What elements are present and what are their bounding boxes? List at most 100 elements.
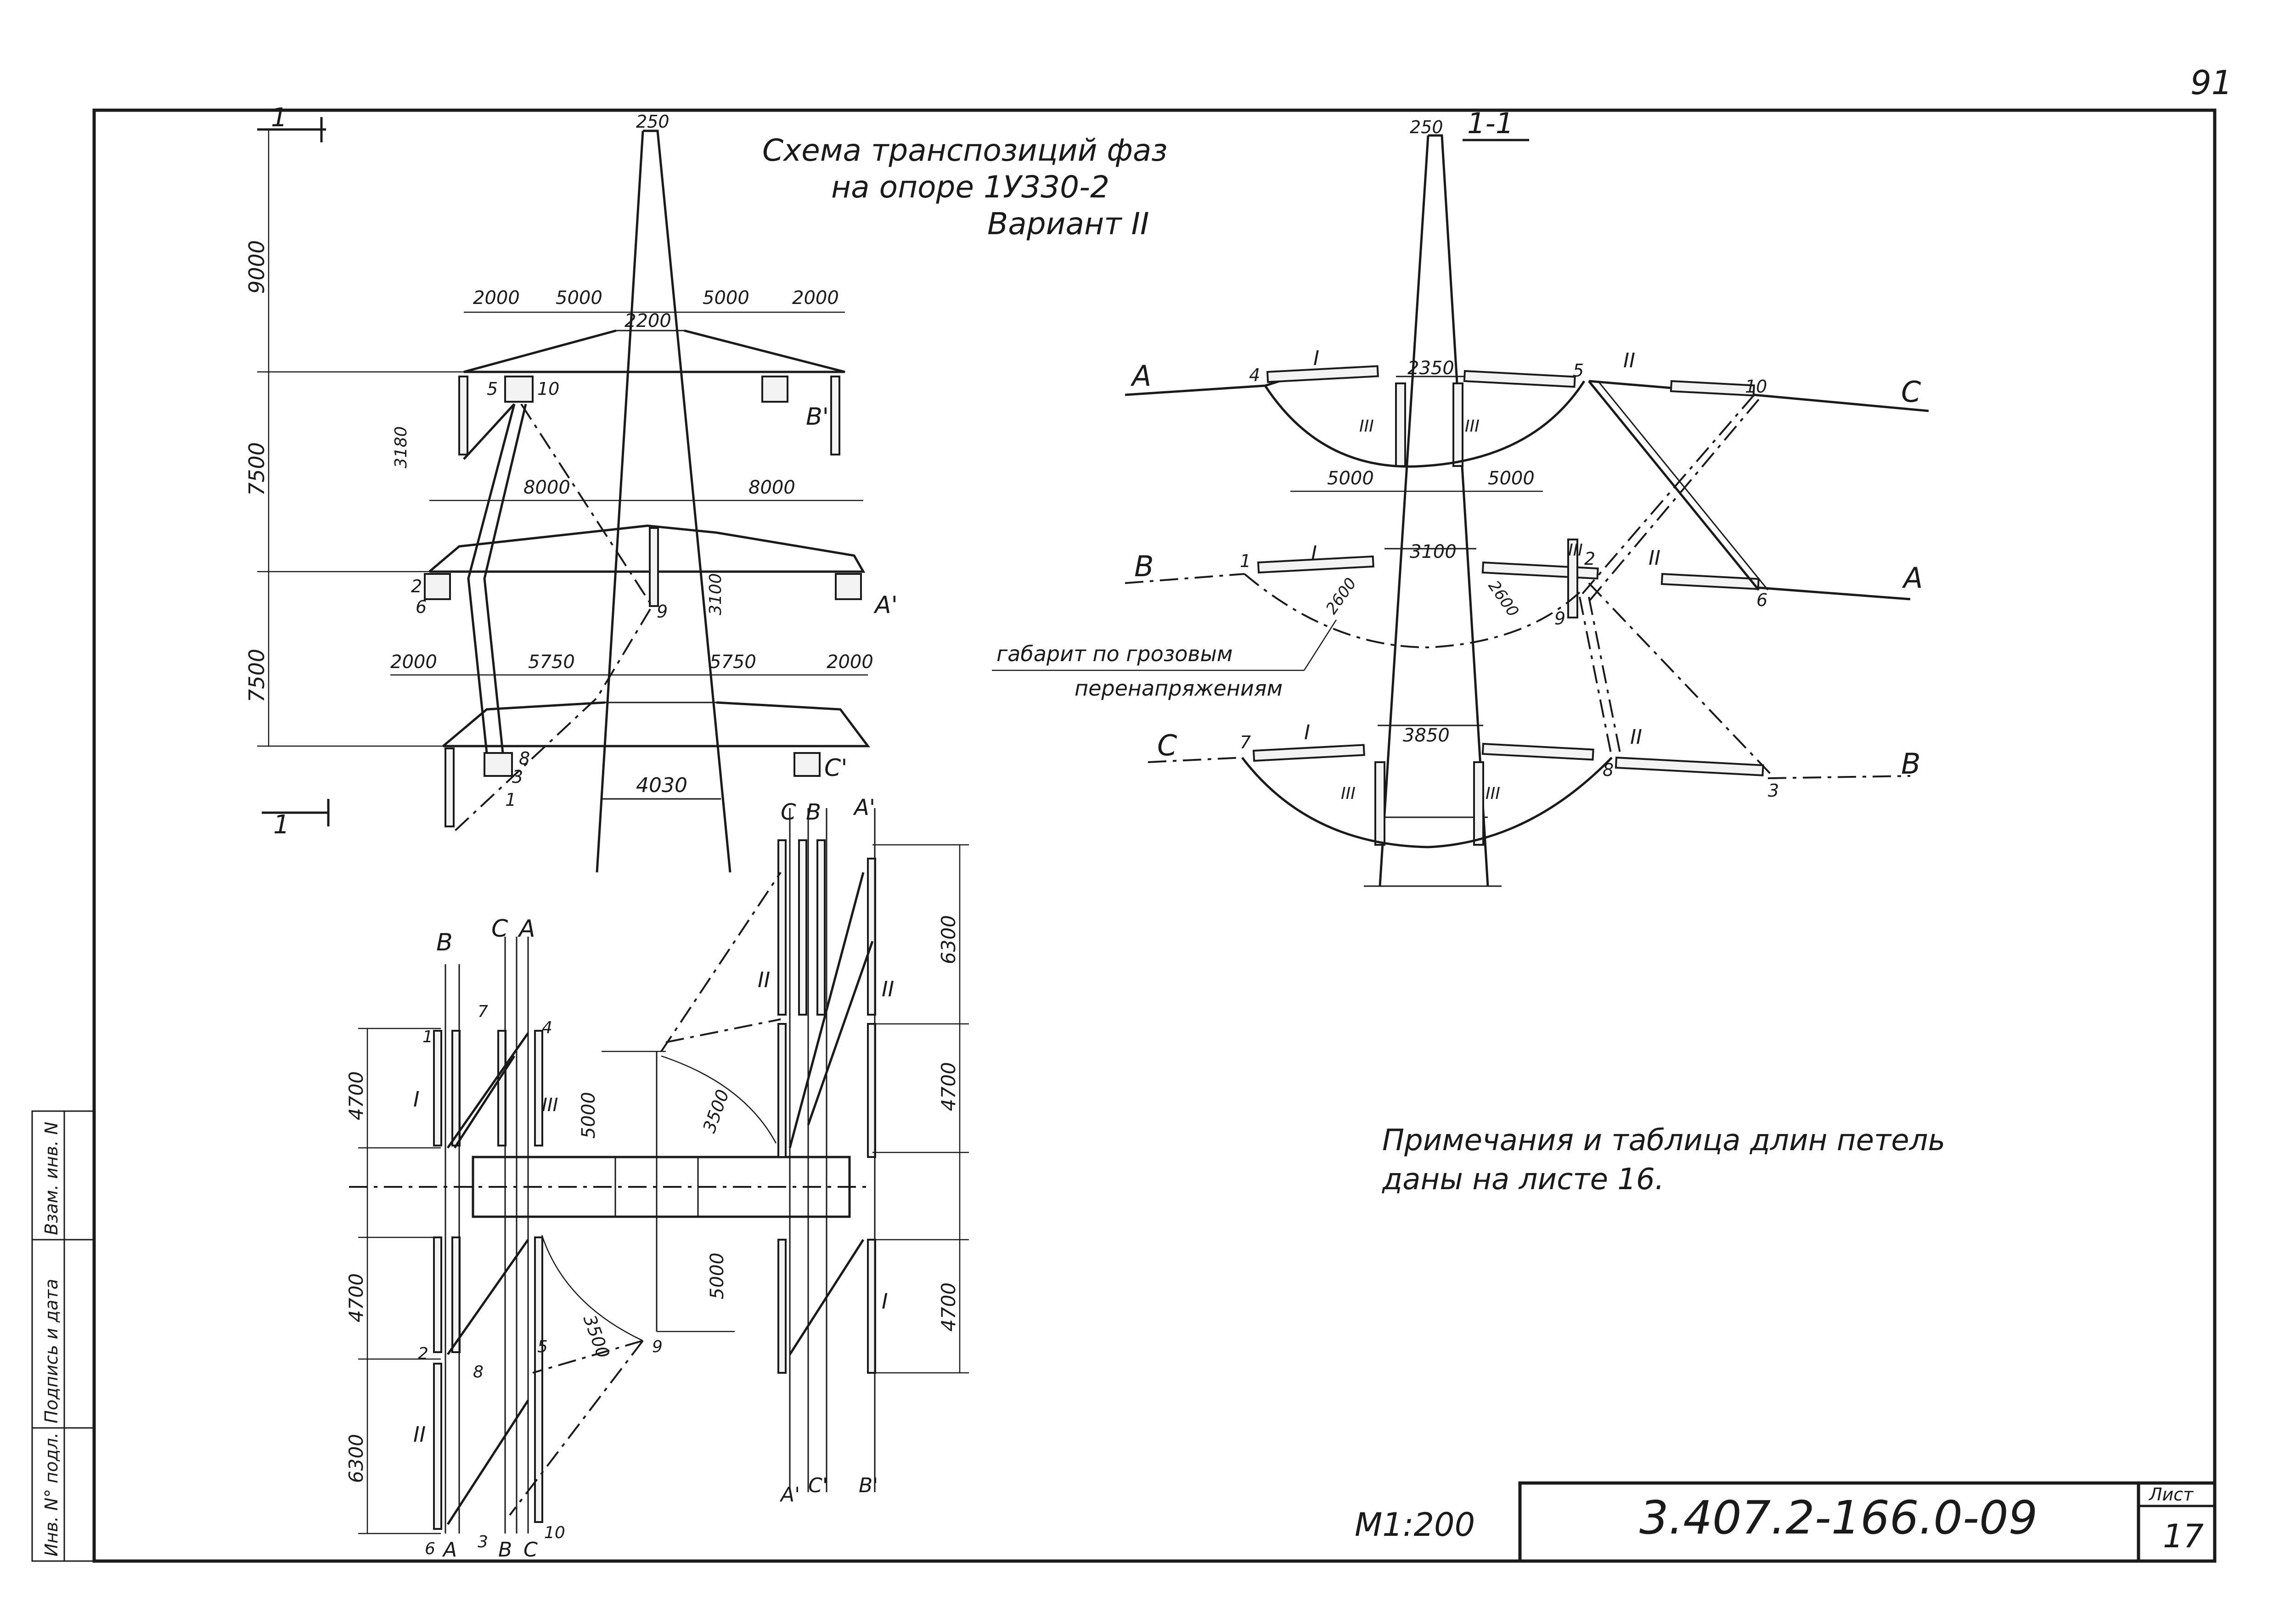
plan-roman-I-right: I <box>882 1289 888 1314</box>
plan-pt-1: 1 <box>422 1028 433 1046</box>
sec-pt-7: 7 <box>1240 732 1251 753</box>
sec-roman-III-mid: III <box>1568 541 1583 560</box>
dim-mid-3100: 3100 <box>706 573 725 615</box>
plan-dim-right-6300: 6300 <box>937 915 960 964</box>
sec-roman-II-mid: II <box>1649 546 1660 570</box>
front-view: 1 1 250 4030 9000 7500 7500 2000 5000 22… <box>244 103 898 873</box>
sec-phase-left-B: B <box>1134 550 1154 583</box>
plan-phase-tl-A: A <box>518 915 535 943</box>
sheet-frame <box>92 108 2217 1563</box>
dim-top-5000-l: 5000 <box>556 287 602 309</box>
base-width: 4030 <box>636 774 687 797</box>
plan-roman-III-left: III <box>542 1095 558 1116</box>
sec-phase-left-A: A <box>1130 359 1151 393</box>
plan-phase-br-C: C' <box>808 1474 828 1497</box>
dim-mid-8000-r: 8000 <box>748 477 795 498</box>
notes-line2: даны на листе 16. <box>1382 1163 1664 1197</box>
sec-width-3100: 3100 <box>1410 541 1457 562</box>
sec-pt-3: 3 <box>1768 781 1779 801</box>
sec-pt-4: 4 <box>1249 365 1260 385</box>
sec-roman-III-top-r: III <box>1465 417 1480 436</box>
stamp-signature: Подпись и дата <box>41 1279 62 1423</box>
plan-phase-tr-A: A' <box>853 795 875 820</box>
sec-roman-I-top: I <box>1313 347 1319 370</box>
dim-low-2000-l: 2000 <box>390 652 437 673</box>
plan-phase-tl-C: C <box>491 915 508 943</box>
plan-phase-tr-C: C <box>781 799 796 825</box>
sec-roman-II-low: II <box>1630 725 1642 749</box>
sheet-label: Лист <box>2148 1484 2194 1505</box>
plan-pt-7: 7 <box>478 1002 488 1021</box>
side-stamp: Инв. N° подл. Подпись и дата Взам. инв. … <box>31 1110 95 1562</box>
dim-top-2200: 2200 <box>625 310 671 331</box>
title-block: М1:200 3.407.2-166.0-09 Лист 17 <box>1355 1481 2217 1563</box>
sec-roman-II-top: II <box>1623 349 1635 372</box>
sec-phase-right-B: B <box>1901 747 1921 781</box>
sec-width-3850: 3850 <box>1403 725 1450 746</box>
plan-dim-right-4700-b: 4700 <box>937 1282 960 1331</box>
sec-clear-2600-r: 2600 <box>1485 577 1522 620</box>
plan-roman-II-left: II <box>413 1422 426 1447</box>
plan-dim-center-5000-b: 5000 <box>707 1253 728 1299</box>
notes: Примечания и таблица длин петель даны на… <box>1382 1124 1945 1197</box>
section-marker-bottom: 1 <box>273 810 290 840</box>
left-clamp-group <box>504 376 534 403</box>
pt-5: 5 <box>487 379 498 399</box>
plan-dim-left-6300: 6300 <box>345 1434 367 1483</box>
title-line2: на опоре 1У330-2 <box>831 169 1109 205</box>
phase-B-prime: B' <box>806 403 829 431</box>
sec-roman-III-low-l: III <box>1341 784 1356 803</box>
sec-phase-left-C: C <box>1157 729 1177 762</box>
plan-right-strings <box>777 808 876 1492</box>
dim-insulator-3180: 3180 <box>392 426 411 468</box>
sec-phase-right-A: A <box>1902 561 1923 595</box>
pt-1: 1 <box>505 790 516 810</box>
dim-top-2000-r: 2000 <box>792 287 839 309</box>
phase-C-prime: C' <box>824 754 848 782</box>
sec-arm-5000-r: 5000 <box>1488 468 1535 489</box>
plan-pt-9: 9 <box>652 1337 663 1356</box>
stamp-inventory: Инв. N° подл. <box>41 1433 62 1556</box>
sec-roman-III-top-l: III <box>1359 417 1374 436</box>
pt-10: 10 <box>537 379 559 399</box>
pt-6: 6 <box>416 597 427 617</box>
plan-phase-br-B: B' <box>859 1474 878 1497</box>
sheet-value: 17 <box>2163 1517 2204 1555</box>
section-top-width: 250 <box>1410 117 1443 137</box>
section-label: 1-1 <box>1467 107 1514 140</box>
plan-dim-center-3500-b: 3500 <box>580 1312 613 1361</box>
section-view: 250 1-1 2350 3100 3850 <box>992 107 1929 887</box>
sec-width-2350: 2350 <box>1407 358 1454 379</box>
sec-roman-I-low: I <box>1304 721 1310 744</box>
plan-dim-center-5000-a: 5000 <box>578 1092 599 1139</box>
sheet-number-top: 91 <box>2190 63 2233 102</box>
sec-arm-5000-l: 5000 <box>1327 468 1374 489</box>
dim-v-7500-b: 7500 <box>244 649 269 702</box>
plan-pt-2: 2 <box>418 1344 428 1363</box>
sec-roman-III-low-r: III <box>1486 784 1500 803</box>
plan-view: 4700 4700 6300 6300 4700 4700 5000 5000 … <box>345 795 969 1562</box>
plan-phase-tl-B: B <box>436 929 453 956</box>
section-marker-top: 1 <box>271 103 287 133</box>
pt-2: 2 <box>411 576 422 596</box>
plan-roman-II-right: II <box>758 967 770 992</box>
sec-pt-9: 9 <box>1554 608 1565 629</box>
title-block-text: Схема транспозиций фаз на опоре 1У330-2 … <box>762 133 1167 242</box>
sec-roman-I-mid: I <box>1311 542 1317 565</box>
dim-low-5750-l: 5750 <box>528 652 575 673</box>
sec-pt-1: 1 <box>1240 551 1251 571</box>
plan-pt-10: 10 <box>544 1523 565 1542</box>
stamp-replacement: Взам. инв. N <box>41 1122 62 1235</box>
plan-left-strings <box>433 937 543 1534</box>
clearance-note-line1: габарит по грозовым <box>996 641 1233 666</box>
dim-low-2000-r: 2000 <box>827 652 873 673</box>
plan-phase-br-A: A' <box>779 1483 800 1506</box>
plan-phase-bl-B: B <box>498 1538 512 1562</box>
plan-pt-3: 3 <box>478 1533 488 1551</box>
plan-phase-bl-C: C <box>523 1538 538 1562</box>
sec-pt-2: 2 <box>1584 549 1595 569</box>
plan-dim-left-4700-b: 4700 <box>345 1273 367 1322</box>
sec-pt-6: 6 <box>1756 590 1767 610</box>
plan-phase-tr-B: B <box>806 799 821 825</box>
